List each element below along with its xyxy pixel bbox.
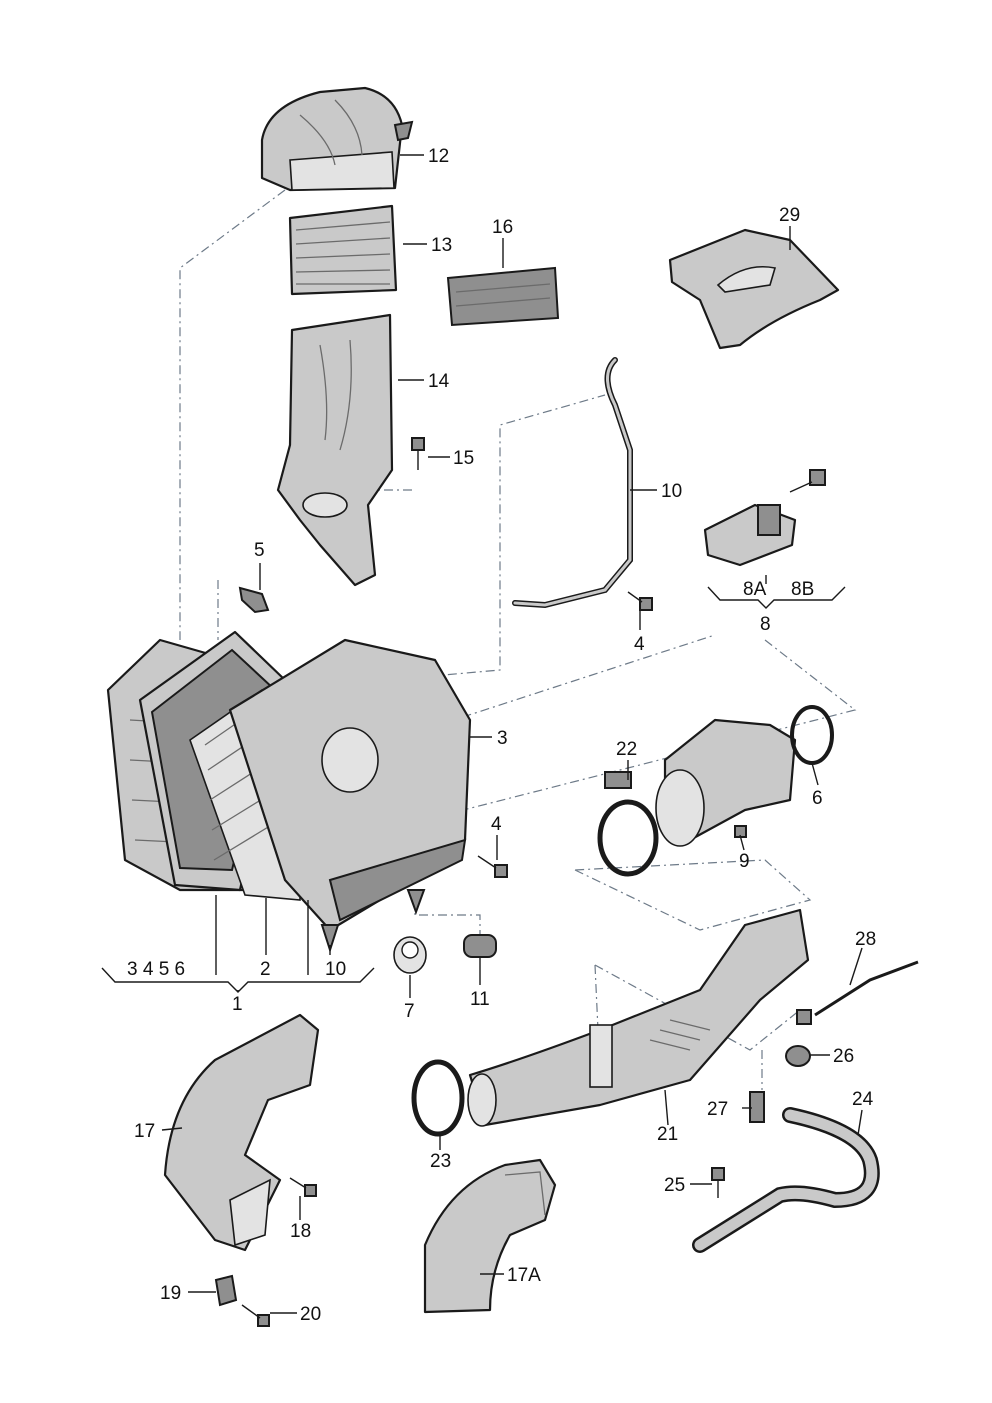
callout-8: 8 <box>760 614 771 635</box>
callout-26: 26 <box>833 1046 854 1067</box>
callout-10-group: 10 <box>325 959 346 980</box>
part-25-screw <box>711 1167 725 1198</box>
assembly-lines <box>179 189 857 1090</box>
callout-16: 16 <box>492 217 513 238</box>
callout-8b: 8B <box>791 579 814 600</box>
part-19-clip <box>214 1274 238 1307</box>
part-4-screw-mid <box>477 855 508 878</box>
part-10-hose <box>512 357 633 609</box>
part-26-plug <box>785 1045 811 1067</box>
callout-13: 13 <box>431 235 452 256</box>
callout-7: 7 <box>404 1001 415 1022</box>
part-23-clamp <box>411 1059 465 1137</box>
callout-labels: 12 13 16 29 14 15 10 5 4 8A 8B 8 3 22 6 … <box>127 146 876 1325</box>
part-28-tie <box>796 960 919 1025</box>
callout-24: 24 <box>852 1089 874 1110</box>
callout-4-top: 4 <box>634 634 645 655</box>
group-bracket-8 <box>707 586 846 609</box>
part-6-seal <box>790 705 834 765</box>
part-22-clamp <box>597 771 659 877</box>
callout-22: 22 <box>616 739 637 760</box>
callout-2: 2 <box>260 959 271 980</box>
callout-12: 12 <box>428 146 449 167</box>
callout-18: 18 <box>290 1221 311 1242</box>
callout-5: 5 <box>254 540 265 561</box>
part-7-grommet <box>393 936 427 974</box>
part-18-screw <box>289 1177 317 1197</box>
callout-17: 17 <box>134 1121 155 1142</box>
group-bracket-1 <box>101 967 375 993</box>
callout-11: 11 <box>470 989 490 1010</box>
callout-10-hose: 10 <box>661 481 682 502</box>
part-17a-liner <box>423 1158 557 1314</box>
part-14-duct <box>276 313 394 587</box>
part-27-valve <box>749 1091 765 1123</box>
callout-1: 1 <box>232 994 243 1015</box>
callout-9: 9 <box>739 851 750 872</box>
callout-3: 3 <box>497 728 508 749</box>
part-29-plate <box>668 228 840 350</box>
callout-20: 20 <box>300 1304 321 1325</box>
callout-4-mid: 4 <box>491 814 502 835</box>
callout-21: 21 <box>657 1124 678 1145</box>
part-20-screw <box>241 1304 270 1327</box>
part-13-mesh <box>288 204 398 296</box>
callout-15: 15 <box>453 448 474 469</box>
callout-8a: 8A <box>743 579 767 600</box>
part-24-hose <box>692 1107 880 1253</box>
part-5-pin <box>238 586 270 614</box>
part-16-pad <box>446 266 560 327</box>
part-15-screw <box>411 437 425 470</box>
callout-leaders <box>161 154 863 1314</box>
part-17-duct <box>163 1013 320 1252</box>
callout-28: 28 <box>855 929 876 950</box>
callout-29: 29 <box>779 205 800 226</box>
part-maf-housing <box>655 718 797 847</box>
callout-6: 6 <box>812 788 823 809</box>
part-3-airbox-upper <box>228 638 472 954</box>
callout-17a: 17A <box>507 1265 541 1286</box>
callout-14: 14 <box>428 371 450 392</box>
part-21-pipe <box>467 908 810 1127</box>
part-12-cover <box>260 86 414 192</box>
callout-19: 19 <box>160 1283 181 1304</box>
callout-27: 27 <box>707 1099 728 1120</box>
group-label-3456: 3 4 5 6 <box>127 959 185 980</box>
part-8-sensor <box>703 469 826 567</box>
part-4-screw-top <box>627 591 653 611</box>
callout-23: 23 <box>430 1151 451 1172</box>
part-11-grommet <box>463 934 497 958</box>
callout-25: 25 <box>664 1175 685 1196</box>
